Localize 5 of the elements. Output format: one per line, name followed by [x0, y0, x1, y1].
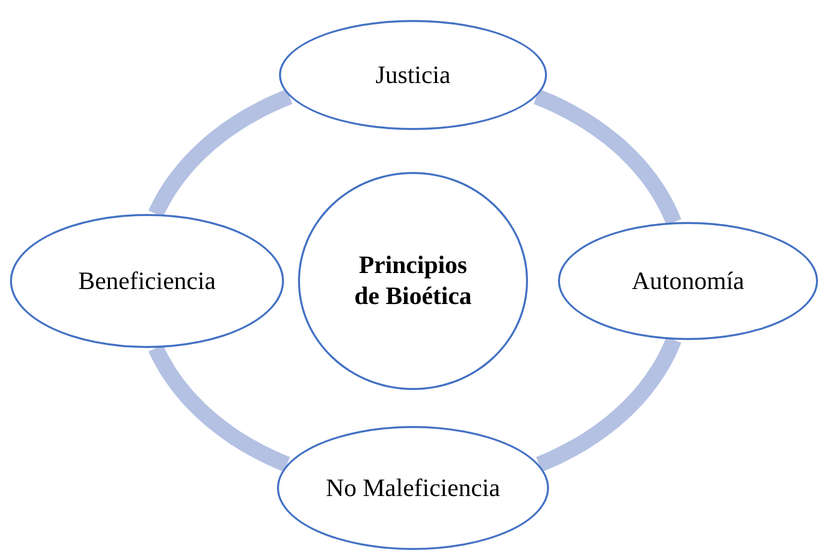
node-label: Justicia	[376, 60, 450, 90]
node-label: Principios de Bioética	[353, 251, 473, 312]
node-label: Beneficiencia	[78, 266, 216, 296]
node-label: Autonomía	[632, 266, 744, 296]
node-label: No Maleficiencia	[326, 474, 500, 504]
